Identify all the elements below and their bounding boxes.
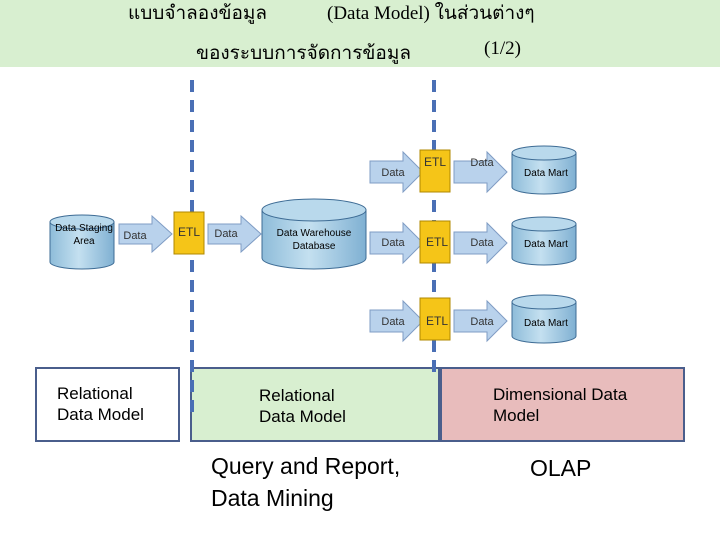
warehouse-label-1: Data Warehouse [277,228,352,239]
arrow-data-label-m1: Data [470,157,494,169]
arrow-staging-to-etl [118,214,173,254]
staging-label-1: Data Staging [55,223,113,234]
etl-label-1: ETL [424,155,446,169]
left-section-box [35,367,180,442]
arrow-to-mart-2 [453,221,508,265]
arrow-data-label-r2: Data [381,237,405,249]
arrow-data-label-m3: Data [470,316,494,328]
warehouse-label-2: Database [293,241,336,252]
middle-model-label: Relational Data Model [259,386,346,426]
arrow-to-mart-1 [453,150,508,194]
page-indicator: (1/2) [484,38,521,59]
query-report-label: Query and Report, Data Mining [211,453,401,511]
etl-box-2 [419,220,451,264]
etl-box-3 [419,297,451,341]
right-model-label: Dimensional Data Model [493,385,628,425]
title-data-model: (Data Model) ในส่วนต่างๆ [327,3,535,24]
data-mart-label-3: Data Mart [524,318,568,329]
warehouse-cylinder [261,198,367,270]
title-thai: แบบจำลองข้อมูล [128,3,268,24]
arrow-data-label-2: Data [214,228,238,240]
etl-box-1 [419,149,451,193]
arrow-data-label-m2: Data [470,237,494,249]
left-model-label: Relational Data Model [57,384,144,424]
etl-box-main [173,211,205,255]
arrow-data-label-r3: Data [381,316,405,328]
arrow-data-label-r1: Data [381,167,405,179]
arrow-data-label: Data [123,230,147,242]
arrow-to-etl-3 [369,299,424,343]
staging-area-cylinder [49,214,115,270]
arrow-etl-to-warehouse [207,214,262,254]
data-mart-label-1: Data Mart [524,168,568,179]
staging-label-2: Area [73,236,95,247]
arrow-to-etl-2 [369,221,424,265]
subtitle: ของระบบการจัดการข้อมูล [196,43,412,64]
mart-row-3: Data ETL Data Data Mart [369,294,577,344]
mart-row-2: Data ETL Data Data Mart [369,216,577,266]
middle-section-box [190,367,440,442]
etl-label-3: ETL [426,314,448,328]
etl-label-2: ETL [426,235,448,249]
title-bar: แบบจำลองข้อมูล (Data Model) ในส่วนต่างๆ … [0,0,720,67]
olap-label: OLAP [530,455,592,481]
arrow-to-etl-1 [369,150,424,194]
mart-row-1: Data ETL Data Data Mart [369,145,577,195]
etl-label-main: ETL [178,225,200,239]
right-section-box [440,367,685,442]
data-mart-label-2: Data Mart [524,239,568,250]
arrow-to-mart-3 [453,299,508,343]
